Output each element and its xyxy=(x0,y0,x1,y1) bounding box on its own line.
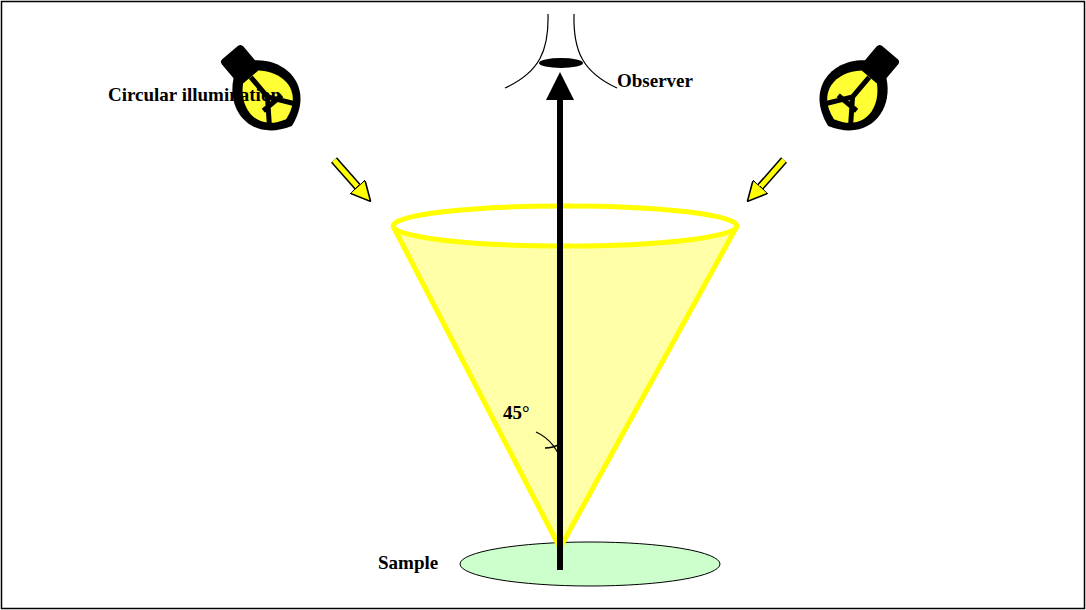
light-arrow xyxy=(754,160,784,194)
eyepiece xyxy=(505,14,548,88)
angle-label: 45° xyxy=(503,402,530,424)
lamp-label: Circular illumination xyxy=(108,84,281,106)
lamp-right xyxy=(803,31,915,147)
cone-rim xyxy=(393,206,737,246)
viewing-arrowhead xyxy=(546,72,574,100)
cone-edge xyxy=(393,226,560,548)
viewing-arrow xyxy=(557,100,563,570)
eyepiece xyxy=(574,14,617,88)
observer-label: Observer xyxy=(617,70,693,92)
sample-label: Sample xyxy=(378,552,438,574)
cone-edge xyxy=(560,226,737,548)
light-arrow xyxy=(334,160,364,194)
light-cone xyxy=(393,226,737,548)
light-arrow xyxy=(754,160,784,194)
sample-disk xyxy=(460,542,720,586)
light-arrow xyxy=(334,160,364,194)
eyepiece-lens xyxy=(539,58,583,68)
